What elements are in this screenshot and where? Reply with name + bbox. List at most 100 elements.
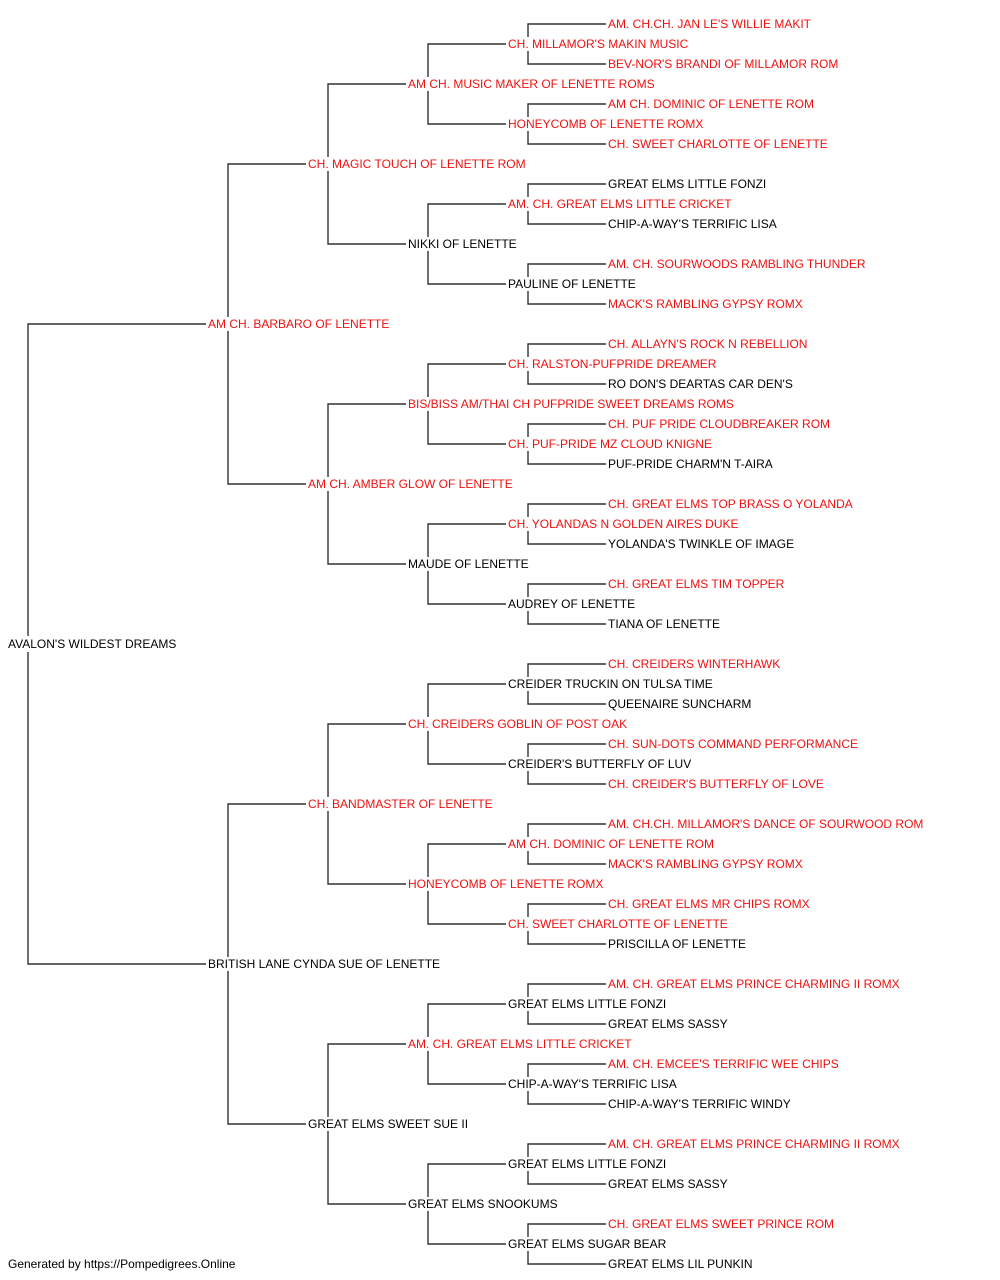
dog-name: CH. GREAT ELMS MR CHIPS ROMX (608, 897, 810, 911)
sire-connector-line (227, 803, 306, 957)
dog-name: AM. CH. GREAT ELMS PRINCE CHARMING II RO… (608, 977, 900, 991)
sire-connector-line (427, 843, 506, 877)
dog-name: CH. MILLAMOR'S MAKIN MUSIC (508, 37, 689, 51)
sire-connector-line (527, 263, 606, 277)
dog-name: GREAT ELMS LITTLE FONZI (608, 177, 766, 191)
sire-connector-line (427, 683, 506, 717)
dog-name: CREIDER'S BUTTERFLY OF LUV (508, 757, 691, 771)
dog-name: PAULINE OF LENETTE (508, 277, 636, 291)
dog-name: CH. SWEET CHARLOTTE OF LENETTE (508, 917, 728, 931)
dog-name: HONEYCOMB OF LENETTE ROMX (508, 117, 703, 131)
dog-name: RO DON'S DEARTAS CAR DEN'S (608, 377, 793, 391)
dog-name: CH. ALLAYN'S ROCK N REBELLION (608, 337, 807, 351)
dog-name: AM. CH. GREAT ELMS LITTLE CRICKET (508, 197, 732, 211)
dam-connector-line (527, 691, 606, 705)
dam-connector-line (527, 1011, 606, 1025)
dam-connector-line (427, 411, 506, 445)
dam-connector-line (327, 171, 406, 245)
dog-name: AM. CH. GREAT ELMS PRINCE CHARMING II RO… (608, 1137, 900, 1151)
dog-name: HONEYCOMB OF LENETTE ROMX (408, 877, 603, 891)
dam-connector-line (327, 1131, 406, 1205)
dog-name: CH. SWEET CHARLOTTE OF LENETTE (608, 137, 828, 151)
dog-name: CH. BANDMASTER OF LENETTE (308, 797, 493, 811)
dog-name: CH. CREIDERS GOBLIN OF POST OAK (408, 717, 627, 731)
dam-connector-line (527, 291, 606, 305)
dam-connector-line (427, 91, 506, 125)
dog-name: AM CH. DOMINIC OF LENETTE ROM (508, 837, 714, 851)
sire-connector-line (527, 343, 606, 357)
sire-connector-line (527, 183, 606, 197)
sire-connector-line (527, 103, 606, 117)
dam-connector-line (427, 251, 506, 285)
dam-connector-line (527, 211, 606, 225)
dog-name: CHIP-A-WAY'S TERRIFIC LISA (608, 217, 777, 231)
dog-name: PRISCILLA OF LENETTE (608, 937, 746, 951)
dog-name: AM. CH. SOURWOODS RAMBLING THUNDER (608, 257, 866, 271)
dam-connector-line (527, 851, 606, 865)
dog-name: AM. CH.CH. JAN LE'S WILLIE MAKIT (608, 17, 812, 31)
sire-connector-line (527, 903, 606, 917)
dam-connector-line (427, 1211, 506, 1245)
dam-connector-line (527, 931, 606, 945)
sire-connector-line (327, 403, 406, 477)
dog-name: CH. GREAT ELMS TOP BRASS O YOLANDA (608, 497, 853, 511)
dog-name: AM. CH. GREAT ELMS LITTLE CRICKET (408, 1037, 632, 1051)
sire-connector-line (227, 163, 306, 317)
sire-connector-line (427, 523, 506, 557)
dog-name: CH. RALSTON-PUFPRIDE DREAMER (508, 357, 717, 371)
dam-connector-line (527, 371, 606, 385)
dog-name: TIANA OF LENETTE (608, 617, 720, 631)
dog-name: GREAT ELMS SNOOKUMS (408, 1197, 558, 1211)
sire-connector-line (427, 43, 506, 77)
dog-name: CREIDER TRUCKIN ON TULSA TIME (508, 677, 713, 691)
dam-connector-line (427, 731, 506, 765)
dog-name: AM. CH.CH. MILLAMOR'S DANCE OF SOURWOOD … (608, 817, 923, 831)
dog-name: BRITISH LANE CYNDA SUE OF LENETTE (208, 957, 440, 971)
dog-name: GREAT ELMS LITTLE FONZI (508, 997, 666, 1011)
dog-name: CH. YOLANDAS N GOLDEN AIRES DUKE (508, 517, 739, 531)
dog-name: CHIP-A-WAY'S TERRIFIC LISA (508, 1077, 677, 1091)
sire-connector-line (427, 363, 506, 397)
dog-name: MACK'S RAMBLING GYPSY ROMX (608, 857, 803, 871)
dam-connector-line (527, 611, 606, 625)
sire-connector-line (527, 663, 606, 677)
dog-name: CH. GREAT ELMS SWEET PRINCE ROM (608, 1217, 834, 1231)
dog-name: CH. MAGIC TOUCH OF LENETTE ROM (308, 157, 526, 171)
dam-connector-line (527, 451, 606, 465)
sire-connector-line (427, 203, 506, 237)
dam-connector-line (227, 971, 306, 1125)
sire-connector-line (527, 1223, 606, 1237)
dog-name: BIS/BISS AM/THAI CH PUFPRIDE SWEET DREAM… (408, 397, 734, 411)
dog-name: AUDREY OF LENETTE (508, 597, 635, 611)
sire-connector-line (327, 1043, 406, 1117)
dam-connector-line (527, 1171, 606, 1185)
dog-name: AM CH. MUSIC MAKER OF LENETTE ROMS (408, 77, 655, 91)
dam-connector-line (527, 531, 606, 545)
dam-connector-line (327, 491, 406, 565)
sire-connector-line (527, 423, 606, 437)
dog-name: CH. GREAT ELMS TIM TOPPER (608, 577, 785, 591)
dog-name: AM. CH. EMCEE'S TERRIFIC WEE CHIPS (608, 1057, 839, 1071)
dog-name: CH. CREIDERS WINTERHAWK (608, 657, 780, 671)
dog-name: GREAT ELMS LIL PUNKIN (608, 1257, 753, 1271)
dog-name: GREAT ELMS SASSY (608, 1177, 728, 1191)
sire-connector-line (527, 743, 606, 757)
dog-name: CH. PUF-PRIDE MZ CLOUD KNIGNE (508, 437, 712, 451)
sire-connector-line (527, 1143, 606, 1157)
sire-connector-line (527, 23, 606, 37)
dam-connector-line (527, 131, 606, 145)
sire-connector-line (527, 983, 606, 997)
dog-name: CH. CREIDER'S BUTTERFLY OF LOVE (608, 777, 824, 791)
sire-connector-line (27, 323, 206, 636)
dam-connector-line (327, 811, 406, 885)
sire-connector-line (527, 823, 606, 837)
sire-connector-line (527, 503, 606, 517)
dog-name: NIKKI OF LENETTE (408, 237, 517, 251)
dam-connector-line (427, 571, 506, 605)
dog-name: MACK'S RAMBLING GYPSY ROMX (608, 297, 803, 311)
sire-connector-line (327, 723, 406, 797)
dog-name: YOLANDA'S TWINKLE OF IMAGE (608, 537, 794, 551)
dog-name: AM CH. BARBARO OF LENETTE (208, 317, 389, 331)
dog-name: GREAT ELMS SUGAR BEAR (508, 1237, 667, 1251)
sire-connector-line (427, 1163, 506, 1197)
